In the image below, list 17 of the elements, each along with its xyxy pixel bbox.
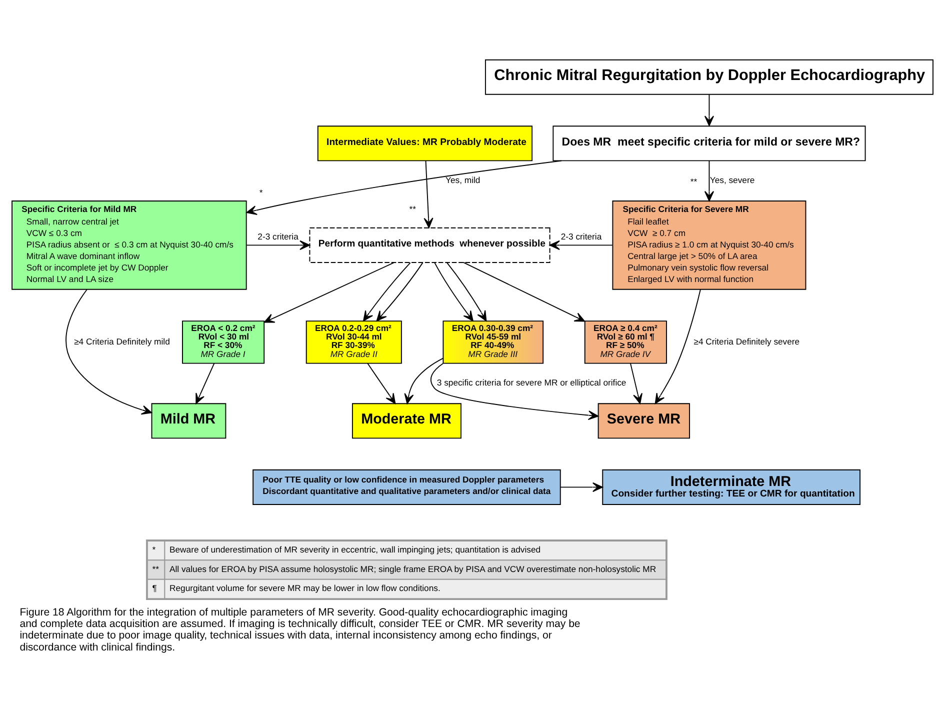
label: *: [152, 544, 156, 555]
label: ¶: [152, 583, 157, 594]
edge-label: ≥4 Criteria Definitely severe: [694, 336, 800, 346]
edge-label: 2-3 criteria: [258, 232, 298, 242]
edge-label: Yes, mild: [446, 174, 480, 185]
label: *: [259, 187, 263, 198]
label: **: [152, 564, 159, 574]
label: All values for EROA by PISA assume holosystolic MR; single frame EROA by PISA and VCW overestimate non-holosystolic MR: [170, 564, 656, 574]
label: **: [690, 176, 698, 187]
edge-label: ≥4 Criteria Definitely mild: [74, 336, 170, 346]
label: Beware of underestimation of MR severity in eccentric, wall impinging jets; quantitation is advised: [170, 544, 541, 555]
caption: Figure 18 Algorithm for the integration of multiple parameters of MR severity. Good-quality echocardiographic imaging and complete data acquisition are assumed. If imaging is technically difficult, consider TEE or CMR. MR severity may be indeterminate due to poor image quality, technical issues with data, internal inconsistency among echo findings, or discordance with clinical findings.: [20, 606, 580, 654]
label: Regurgitant volume for severe MR may be lower in low flow conditions.: [170, 583, 440, 594]
edge-label: 2-3 criteria: [560, 232, 602, 242]
label: **: [409, 204, 416, 214]
edge-label: Yes, severe: [710, 174, 755, 185]
edge-label: 3 specific criteria for severe MR or elliptical orifice: [436, 378, 626, 388]
